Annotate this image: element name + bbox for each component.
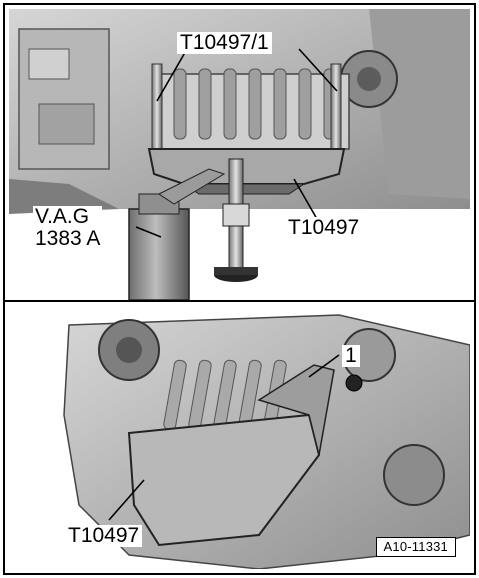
label-engine-jack: V.A.G 1383 A <box>33 205 103 250</box>
bottom-illustration-panel: 1 T10497 A10-11331 <box>9 305 470 569</box>
figure-frame: T10497/1 T10497 V.A.G 1383 A <box>3 3 476 575</box>
top-illustration-panel: T10497/1 T10497 V.A.G 1383 A <box>9 9 470 300</box>
label-tool-t10497-top: T10497 <box>285 217 363 239</box>
label-tool-t10497-bottom: T10497 <box>65 525 143 547</box>
panel-divider <box>5 300 474 302</box>
label-item-1: 1 <box>342 345 360 367</box>
label-tool-t10497-1: T10497/1 <box>177 32 272 54</box>
engine-jack <box>128 208 190 300</box>
tool-plate-top <box>147 148 346 185</box>
figure-id-badge: A10-11331 <box>375 537 456 557</box>
engine-support-drawing-bottom <box>9 305 470 569</box>
